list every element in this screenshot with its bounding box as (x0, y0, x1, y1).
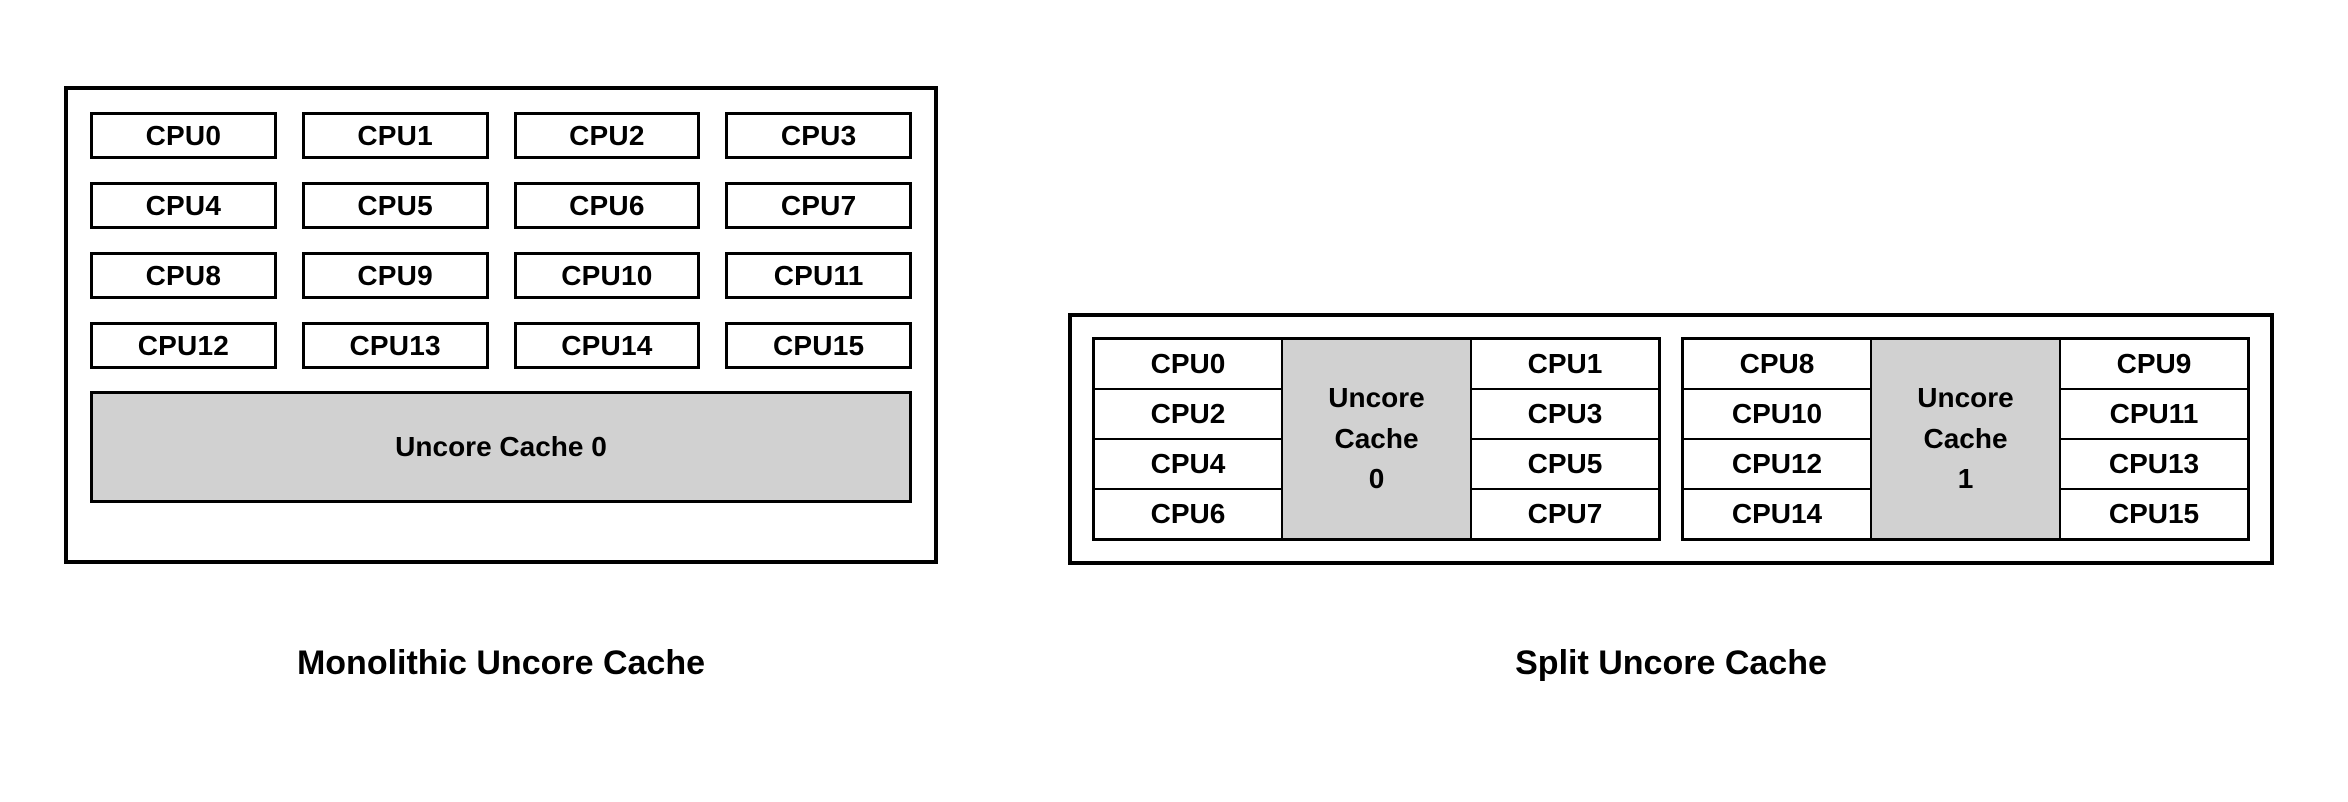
uncore-cache-label-line: 0 (1368, 463, 1385, 495)
uncore-cache-label-line: Uncore (1328, 382, 1425, 414)
split-caption: Split Uncore Cache (1515, 644, 1827, 682)
cpu-box: CPU0 (90, 112, 277, 159)
cpu-box: CPU9 (301, 252, 489, 299)
cpu-box: CPU6 (513, 182, 701, 229)
uncore-cache-label-line: Cache (1923, 422, 2008, 454)
cpu-box: CPU15 (725, 322, 912, 369)
cpu-box: CPU11 (2061, 390, 2247, 440)
cpu-column-left: CPU8 CPU10 CPU12 CPU14 (1684, 340, 1870, 538)
monolithic-cpu-grid: CPU0 CPU1 CPU2 CPU3 CPU4 CPU5 CPU6 CPU7 … (90, 112, 912, 369)
uncore-cache-label-line: 1 (1957, 463, 1974, 495)
cpu-box: CPU8 (90, 252, 277, 299)
cpu-box: CPU14 (1684, 490, 1870, 538)
cpu-box: CPU7 (725, 182, 912, 229)
cpu-box: CPU8 (1684, 340, 1870, 390)
cpu-box: CPU12 (90, 322, 277, 369)
cpu-box: CPU4 (90, 182, 277, 229)
cache-cluster: CPU0 CPU2 CPU4 CPU6 Uncore Cache 0 CPU1 … (1092, 337, 1661, 541)
cache-cluster: CPU8 CPU10 CPU12 CPU14 Uncore Cache 1 CP… (1681, 337, 2250, 541)
cpu-box: CPU13 (2061, 440, 2247, 490)
uncore-cache-box: Uncore Cache 0 (90, 391, 912, 503)
cpu-box: CPU6 (1095, 490, 1281, 538)
cpu-column-left: CPU0 CPU2 CPU4 CPU6 (1095, 340, 1281, 538)
cpu-box: CPU12 (1684, 440, 1870, 490)
cpu-box: CPU10 (513, 252, 701, 299)
cpu-box: CPU4 (1095, 440, 1281, 490)
uncore-cache-label-line: Uncore (1917, 382, 2014, 414)
cpu-column-right: CPU9 CPU11 CPU13 CPU15 (2061, 340, 2247, 538)
monolithic-caption: Monolithic Uncore Cache (296, 644, 706, 682)
cpu-box: CPU13 (301, 322, 489, 369)
uncore-cache-label-line: Cache (1334, 422, 1419, 454)
cpu-box: CPU1 (1472, 340, 1658, 390)
cpu-box: CPU5 (1472, 440, 1658, 490)
cpu-box: CPU15 (2061, 490, 2247, 538)
cpu-box: CPU14 (513, 322, 701, 369)
cpu-box: CPU2 (513, 112, 701, 159)
cpu-column-right: CPU1 CPU3 CPU5 CPU7 (1472, 340, 1658, 538)
cpu-box: CPU9 (2061, 340, 2247, 390)
uncore-cache-box: Uncore Cache 0 (1281, 340, 1472, 538)
cpu-box: CPU7 (1472, 490, 1658, 538)
cpu-box: CPU1 (301, 112, 489, 159)
cpu-box: CPU10 (1684, 390, 1870, 440)
cpu-box: CPU3 (725, 112, 912, 159)
split-chip-panel: CPU0 CPU2 CPU4 CPU6 Uncore Cache 0 CPU1 … (1068, 313, 2274, 565)
monolithic-chip-panel: CPU0 CPU1 CPU2 CPU3 CPU4 CPU5 CPU6 CPU7 … (64, 86, 938, 564)
cpu-box: CPU0 (1095, 340, 1281, 390)
cpu-box: CPU2 (1095, 390, 1281, 440)
cpu-box: CPU3 (1472, 390, 1658, 440)
uncore-cache-box: Uncore Cache 1 (1870, 340, 2061, 538)
cpu-box: CPU11 (725, 252, 912, 299)
cpu-box: CPU5 (301, 182, 489, 229)
